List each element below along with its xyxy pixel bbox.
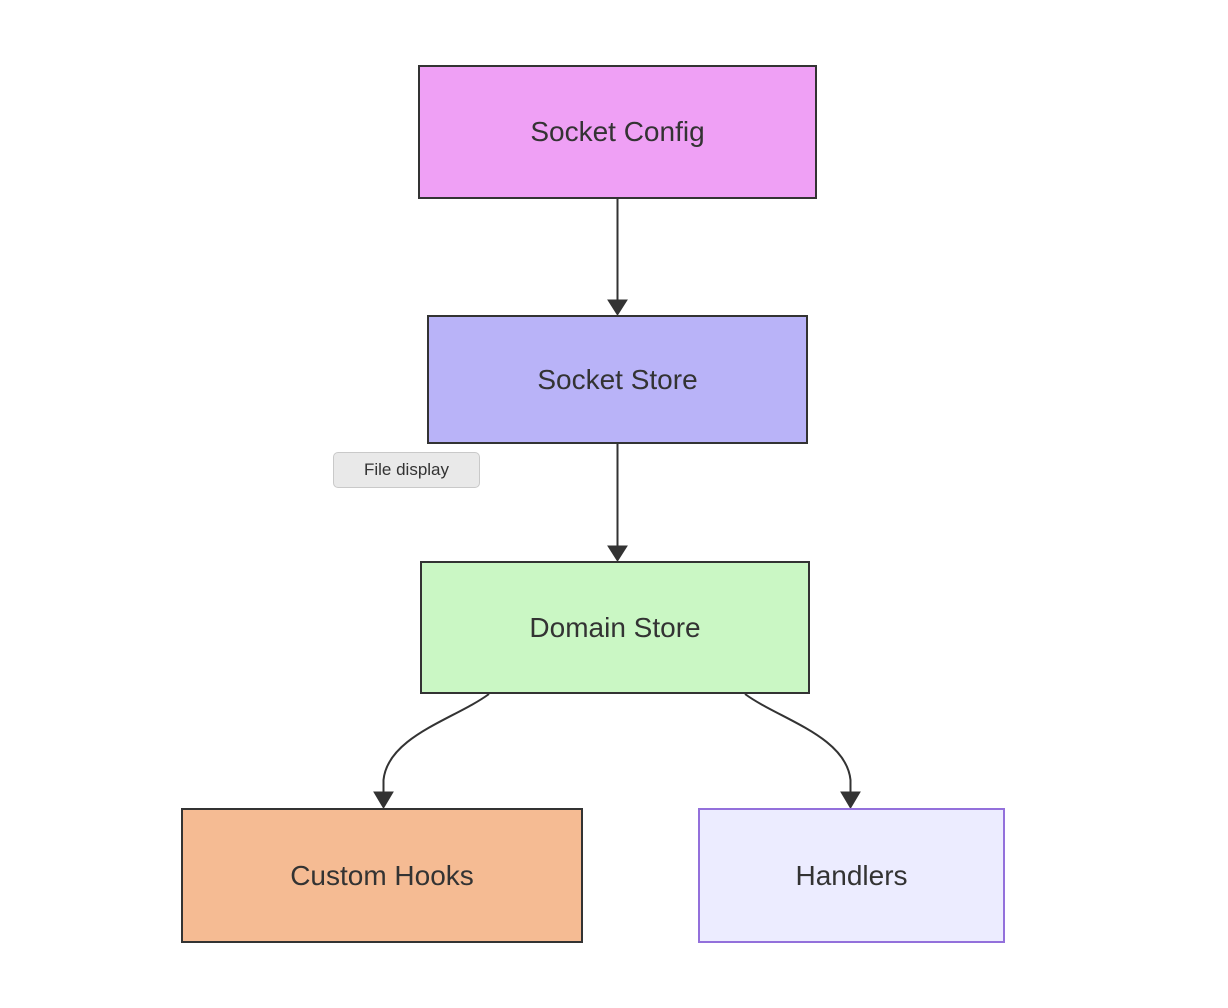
node-socket-store[interactable]: Socket Store [427,315,808,444]
edge-socket-config-to-socket-store [607,199,628,316]
edge-domain-store-to-custom-hooks [373,693,490,809]
hover-tooltip: File display [333,452,480,488]
node-label: Handlers [795,859,908,891]
edge-line [744,693,852,792]
node-domain-store[interactable]: Domain Store [420,561,810,694]
arrowhead-icon [607,299,628,316]
arrowhead-icon [840,791,861,809]
node-custom-hooks[interactable]: Custom Hooks [181,808,583,943]
node-label: Socket Store [537,363,698,395]
node-handlers[interactable]: Handlers [698,808,1005,943]
node-label: Domain Store [529,611,701,643]
edge-domain-store-to-handlers [744,693,861,809]
node-label: Socket Config [530,116,705,148]
tooltip-text: File display [363,460,450,479]
node-label: Custom Hooks [290,859,474,891]
arrowhead-icon [607,545,628,562]
edge-socket-store-to-domain-store [607,443,628,562]
edge-line [382,693,490,792]
node-socket-config[interactable]: Socket Config [418,65,817,199]
arrowhead-icon [373,791,394,809]
